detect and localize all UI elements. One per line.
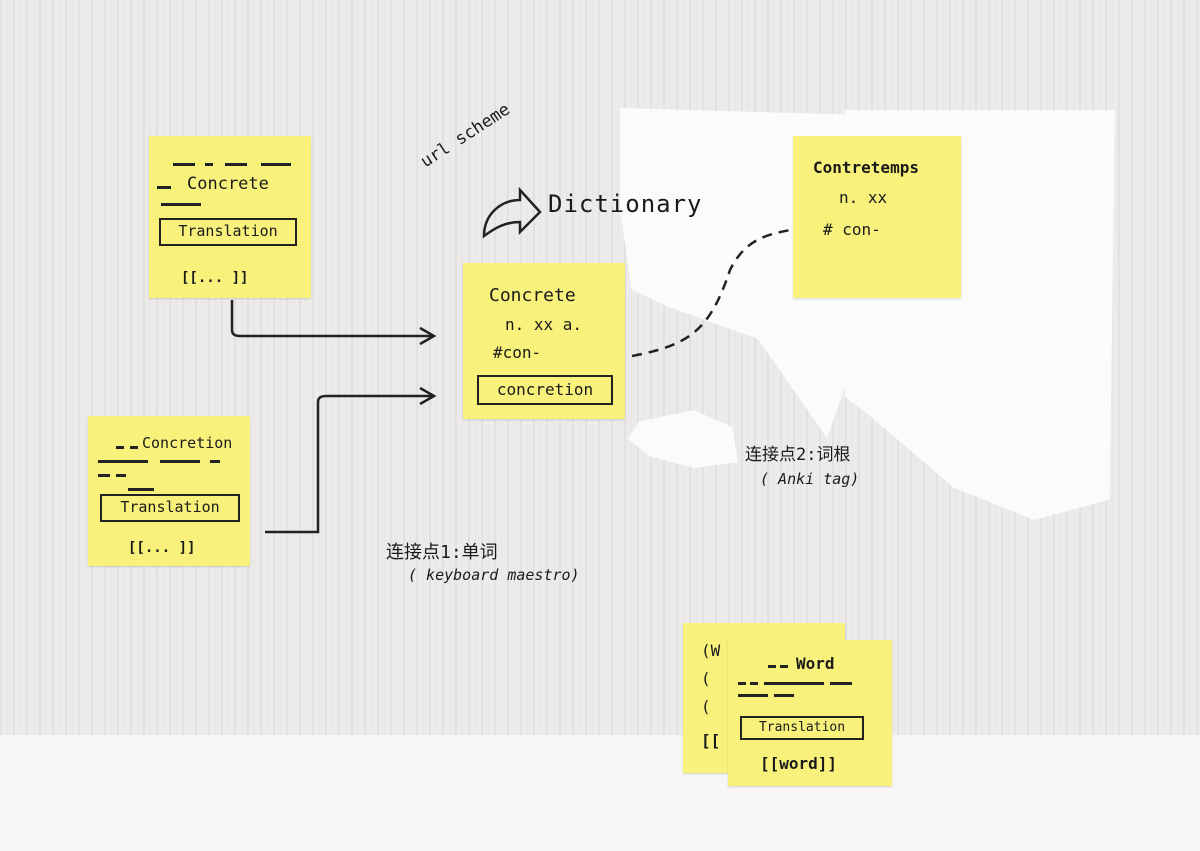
dictionary-label: Dictionary bbox=[548, 190, 703, 218]
connector2-label: 连接点2:词根 bbox=[745, 445, 851, 465]
paper-margin bbox=[0, 735, 1200, 851]
dash-line bbox=[98, 474, 110, 477]
arrow-concretion-to-center bbox=[265, 394, 432, 534]
connector1-label: 连接点1:单词 bbox=[386, 542, 498, 563]
dash-line bbox=[261, 163, 291, 166]
connector2-sublabel: ( Anki tag) bbox=[760, 470, 860, 488]
note-line: ( bbox=[701, 669, 711, 688]
dash-line bbox=[130, 446, 138, 449]
connector1-sublabel: ( keyboard maestro) bbox=[408, 566, 580, 584]
sticky-note-concretion: Concretion Translation [[... ]] bbox=[88, 416, 250, 566]
dash-line bbox=[160, 460, 200, 463]
dash-line bbox=[764, 682, 824, 685]
arrow-concrete-to-center bbox=[230, 300, 432, 338]
wikilink: [[... ]] bbox=[128, 540, 196, 556]
translation-box: Translation bbox=[159, 218, 297, 246]
arrowhead bbox=[419, 326, 437, 346]
wikilink: [[... ]] bbox=[181, 270, 249, 286]
dash-line bbox=[768, 665, 776, 668]
dash-line bbox=[128, 488, 154, 491]
note-word: Word bbox=[796, 654, 835, 673]
note-line: [[ bbox=[701, 731, 721, 750]
note-root-tag: #con- bbox=[493, 343, 542, 362]
dash-line bbox=[157, 186, 171, 189]
dash-line bbox=[225, 163, 247, 166]
dash-line bbox=[173, 163, 195, 166]
dash-line bbox=[116, 474, 126, 477]
related-word-box: concretion bbox=[477, 375, 613, 405]
dash-line bbox=[116, 446, 124, 449]
dash-line bbox=[780, 665, 788, 668]
note-word: Concrete bbox=[187, 174, 269, 194]
note-line: ( bbox=[701, 697, 711, 716]
note-word: Concrete bbox=[489, 285, 576, 306]
dash-line bbox=[830, 682, 852, 685]
translation-box: Translation bbox=[100, 494, 240, 522]
note-line: (W bbox=[701, 641, 721, 660]
sticky-note-center-concrete: Concrete n. xx a. #con- concretion bbox=[463, 263, 625, 419]
sticky-note-concrete: Concrete Translation [[... ]] bbox=[149, 136, 311, 298]
dash-line bbox=[161, 203, 201, 206]
dash-line bbox=[210, 460, 220, 463]
dash-line bbox=[98, 460, 148, 463]
note-word: Contretemps bbox=[813, 158, 919, 177]
url-scheme-arrow bbox=[482, 186, 542, 239]
note-pos: n. xx a. bbox=[505, 315, 583, 334]
dash-line bbox=[750, 682, 758, 685]
dash-line bbox=[205, 163, 213, 166]
arrowhead bbox=[419, 386, 437, 406]
wikilink: [[word]] bbox=[760, 754, 838, 773]
note-word: Concretion bbox=[142, 434, 233, 452]
dash-line bbox=[738, 694, 768, 697]
translation-box: Translation bbox=[740, 716, 864, 740]
dashed-link-root bbox=[631, 228, 791, 358]
sticky-note-contretemps: Contretemps n. xx # con- bbox=[793, 136, 961, 298]
note-pos: n. xx bbox=[839, 188, 888, 207]
note-root-tag: # con- bbox=[823, 220, 881, 239]
dash-line bbox=[774, 694, 794, 697]
dash-line bbox=[738, 682, 746, 685]
sticky-note-word: Word Translation [[word]] bbox=[728, 640, 892, 786]
